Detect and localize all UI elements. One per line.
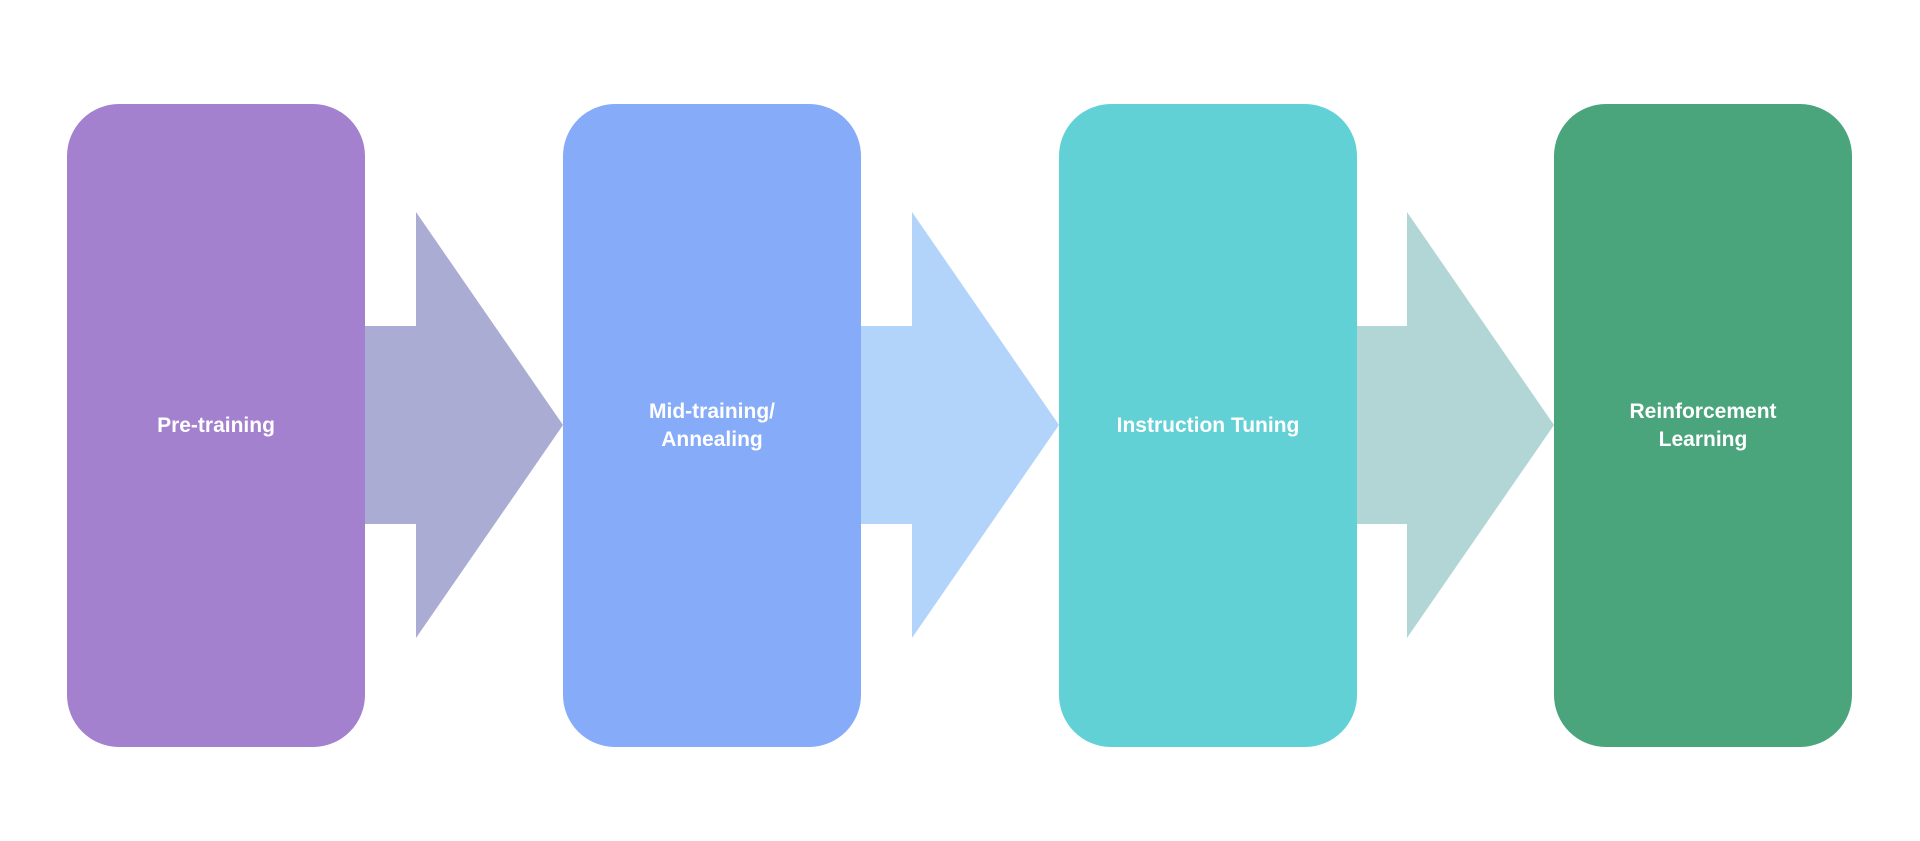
stage-reinforcement-learning: Reinforcement Learning: [1554, 104, 1852, 747]
stage-pre-training: Pre-training: [67, 104, 365, 747]
flow-arrow: [365, 212, 563, 638]
stage-label: Pre-training: [157, 413, 275, 437]
stage-label: Mid-training/ Annealing: [649, 399, 775, 451]
stage-label: Instruction Tuning: [1116, 413, 1300, 437]
stage-instruction-tuning: Instruction Tuning: [1059, 104, 1357, 747]
flow-arrow: [861, 212, 1059, 638]
stage-label: Reinforcement Learning: [1629, 399, 1777, 451]
stage-mid-training: Mid-training/ Annealing: [563, 104, 861, 747]
flow-arrow: [1356, 212, 1554, 638]
